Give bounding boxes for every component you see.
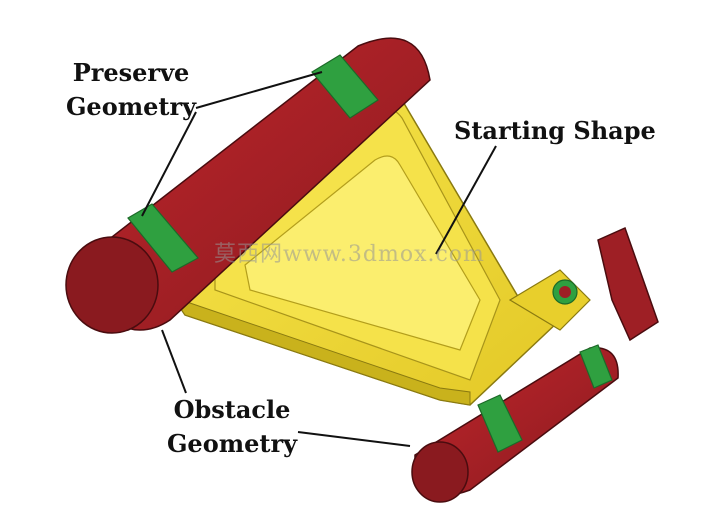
leader-preserve-left [141, 111, 197, 217]
watermark: 莫西网www.3dmox.com [214, 242, 485, 267]
obstacle-end-cap-bottom [411, 441, 469, 503]
obstacle-block-right [597, 226, 659, 342]
leader-obstacle-top [161, 329, 187, 394]
leader-preserve-top [195, 71, 323, 109]
obstacle-cylinder-bottom [411, 226, 659, 503]
obstacle-cylinder-top [65, 37, 431, 334]
obstacle-end-cap-left [65, 236, 159, 334]
preserve-band-left [127, 203, 199, 273]
label-preserve-geometry: Preserve Geometry [56, 56, 206, 124]
label-obstacle-line1: Obstacle [173, 395, 291, 424]
label-preserve-line2: Geometry [65, 92, 197, 121]
preserve-band-top [311, 54, 379, 119]
leader-starting [435, 145, 497, 255]
preserve-band-right [579, 344, 613, 389]
starting-shape [173, 88, 591, 406]
label-preserve-line1: Preserve [72, 58, 190, 87]
label-obstacle-line2: Geometry [166, 429, 298, 458]
label-starting-shape: Starting Shape [454, 116, 656, 145]
preserve-band-bottom [477, 394, 523, 453]
label-obstacle-geometry: Obstacle Geometry [150, 393, 314, 461]
leader-lines [141, 71, 497, 447]
leader-obstacle-bottom [297, 431, 411, 447]
